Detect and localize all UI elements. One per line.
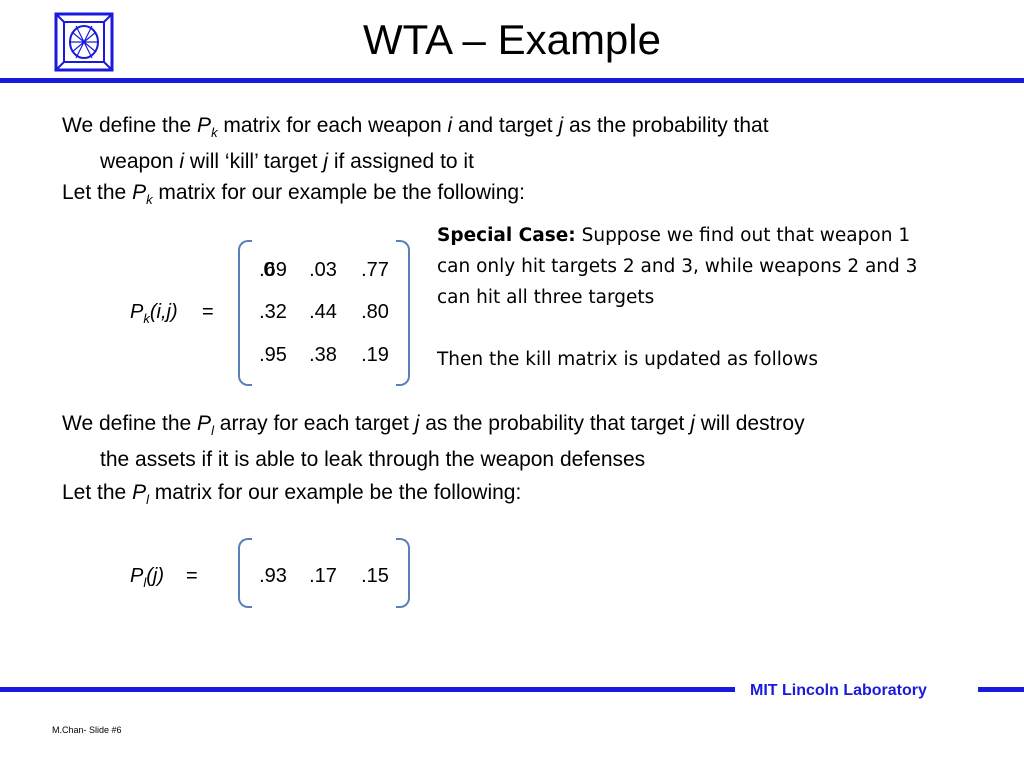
pl-cell: .93 <box>259 565 287 587</box>
footer-rule-right <box>978 687 1024 692</box>
pk-right-bracket <box>396 240 410 386</box>
paragraph-pk-example: Let the Pk matrix for our example be the… <box>62 181 525 208</box>
pk-overlay-zero: 0 <box>263 259 275 281</box>
special-case-note: Special Case: Suppose we find out that w… <box>437 220 997 375</box>
pk-left-bracket <box>238 240 252 386</box>
pl-right-bracket <box>396 538 410 608</box>
footer-rule-left <box>0 687 735 692</box>
pk-cell: .32 <box>259 301 287 323</box>
paragraph-pl-definition: We define the Pl array for each target j… <box>62 412 805 472</box>
lab-name: MIT Lincoln Laboratory <box>750 682 927 699</box>
slide-footer: M.Chan- Slide #6 <box>52 725 122 735</box>
special-case-heading: Special Case: <box>437 225 576 246</box>
paragraph-pl-example: Let the Pl matrix for our example be the… <box>62 481 522 508</box>
pk-equals: = <box>202 301 214 323</box>
special-case-followup: Then the kill matrix is updated as follo… <box>437 349 818 370</box>
slide-title: WTA – Example <box>363 16 661 63</box>
mit-ll-logo-icon <box>54 12 114 72</box>
pk-matrix-label: Pk(i,j) <box>130 301 178 326</box>
header-rule <box>0 78 1024 83</box>
pk-cell: .95 <box>259 344 287 366</box>
pk-cell: .80 <box>361 301 389 323</box>
paragraph-pk-definition: We define the Pk matrix for each weapon … <box>62 114 769 174</box>
pl-left-bracket <box>238 538 252 608</box>
pl-matrix-label: Pl(j) <box>130 565 164 590</box>
pl-cell: .15 <box>361 565 389 587</box>
pl-cell: .17 <box>309 565 337 587</box>
pk-cell: .38 <box>309 344 337 366</box>
pk-cell: .19 <box>361 344 389 366</box>
pk-cell: .69 <box>259 259 287 281</box>
pl-equals: = <box>186 565 198 587</box>
pk-cell: .03 <box>309 259 337 281</box>
pk-cell: .77 <box>361 259 389 281</box>
pk-cell: .44 <box>309 301 337 323</box>
